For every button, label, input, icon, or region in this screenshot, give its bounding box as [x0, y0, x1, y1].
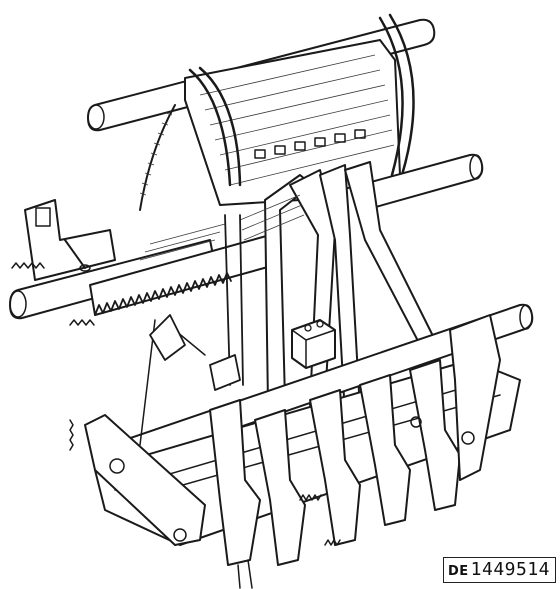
document-country-code: DE [447, 564, 469, 579]
left-arm [69, 414, 206, 546]
document-number: 1449514 [470, 559, 550, 580]
document-number-label: DE 1449514 [442, 557, 556, 583]
left-springs [11, 262, 95, 326]
gear-quadrant [139, 104, 176, 211]
key-slots [254, 129, 366, 159]
curved-ribs [188, 13, 415, 187]
left-bracket [24, 199, 116, 281]
linkage-parts [139, 214, 341, 589]
key-levers [209, 314, 501, 566]
middle-rod [359, 153, 484, 211]
small-cube [291, 319, 336, 369]
